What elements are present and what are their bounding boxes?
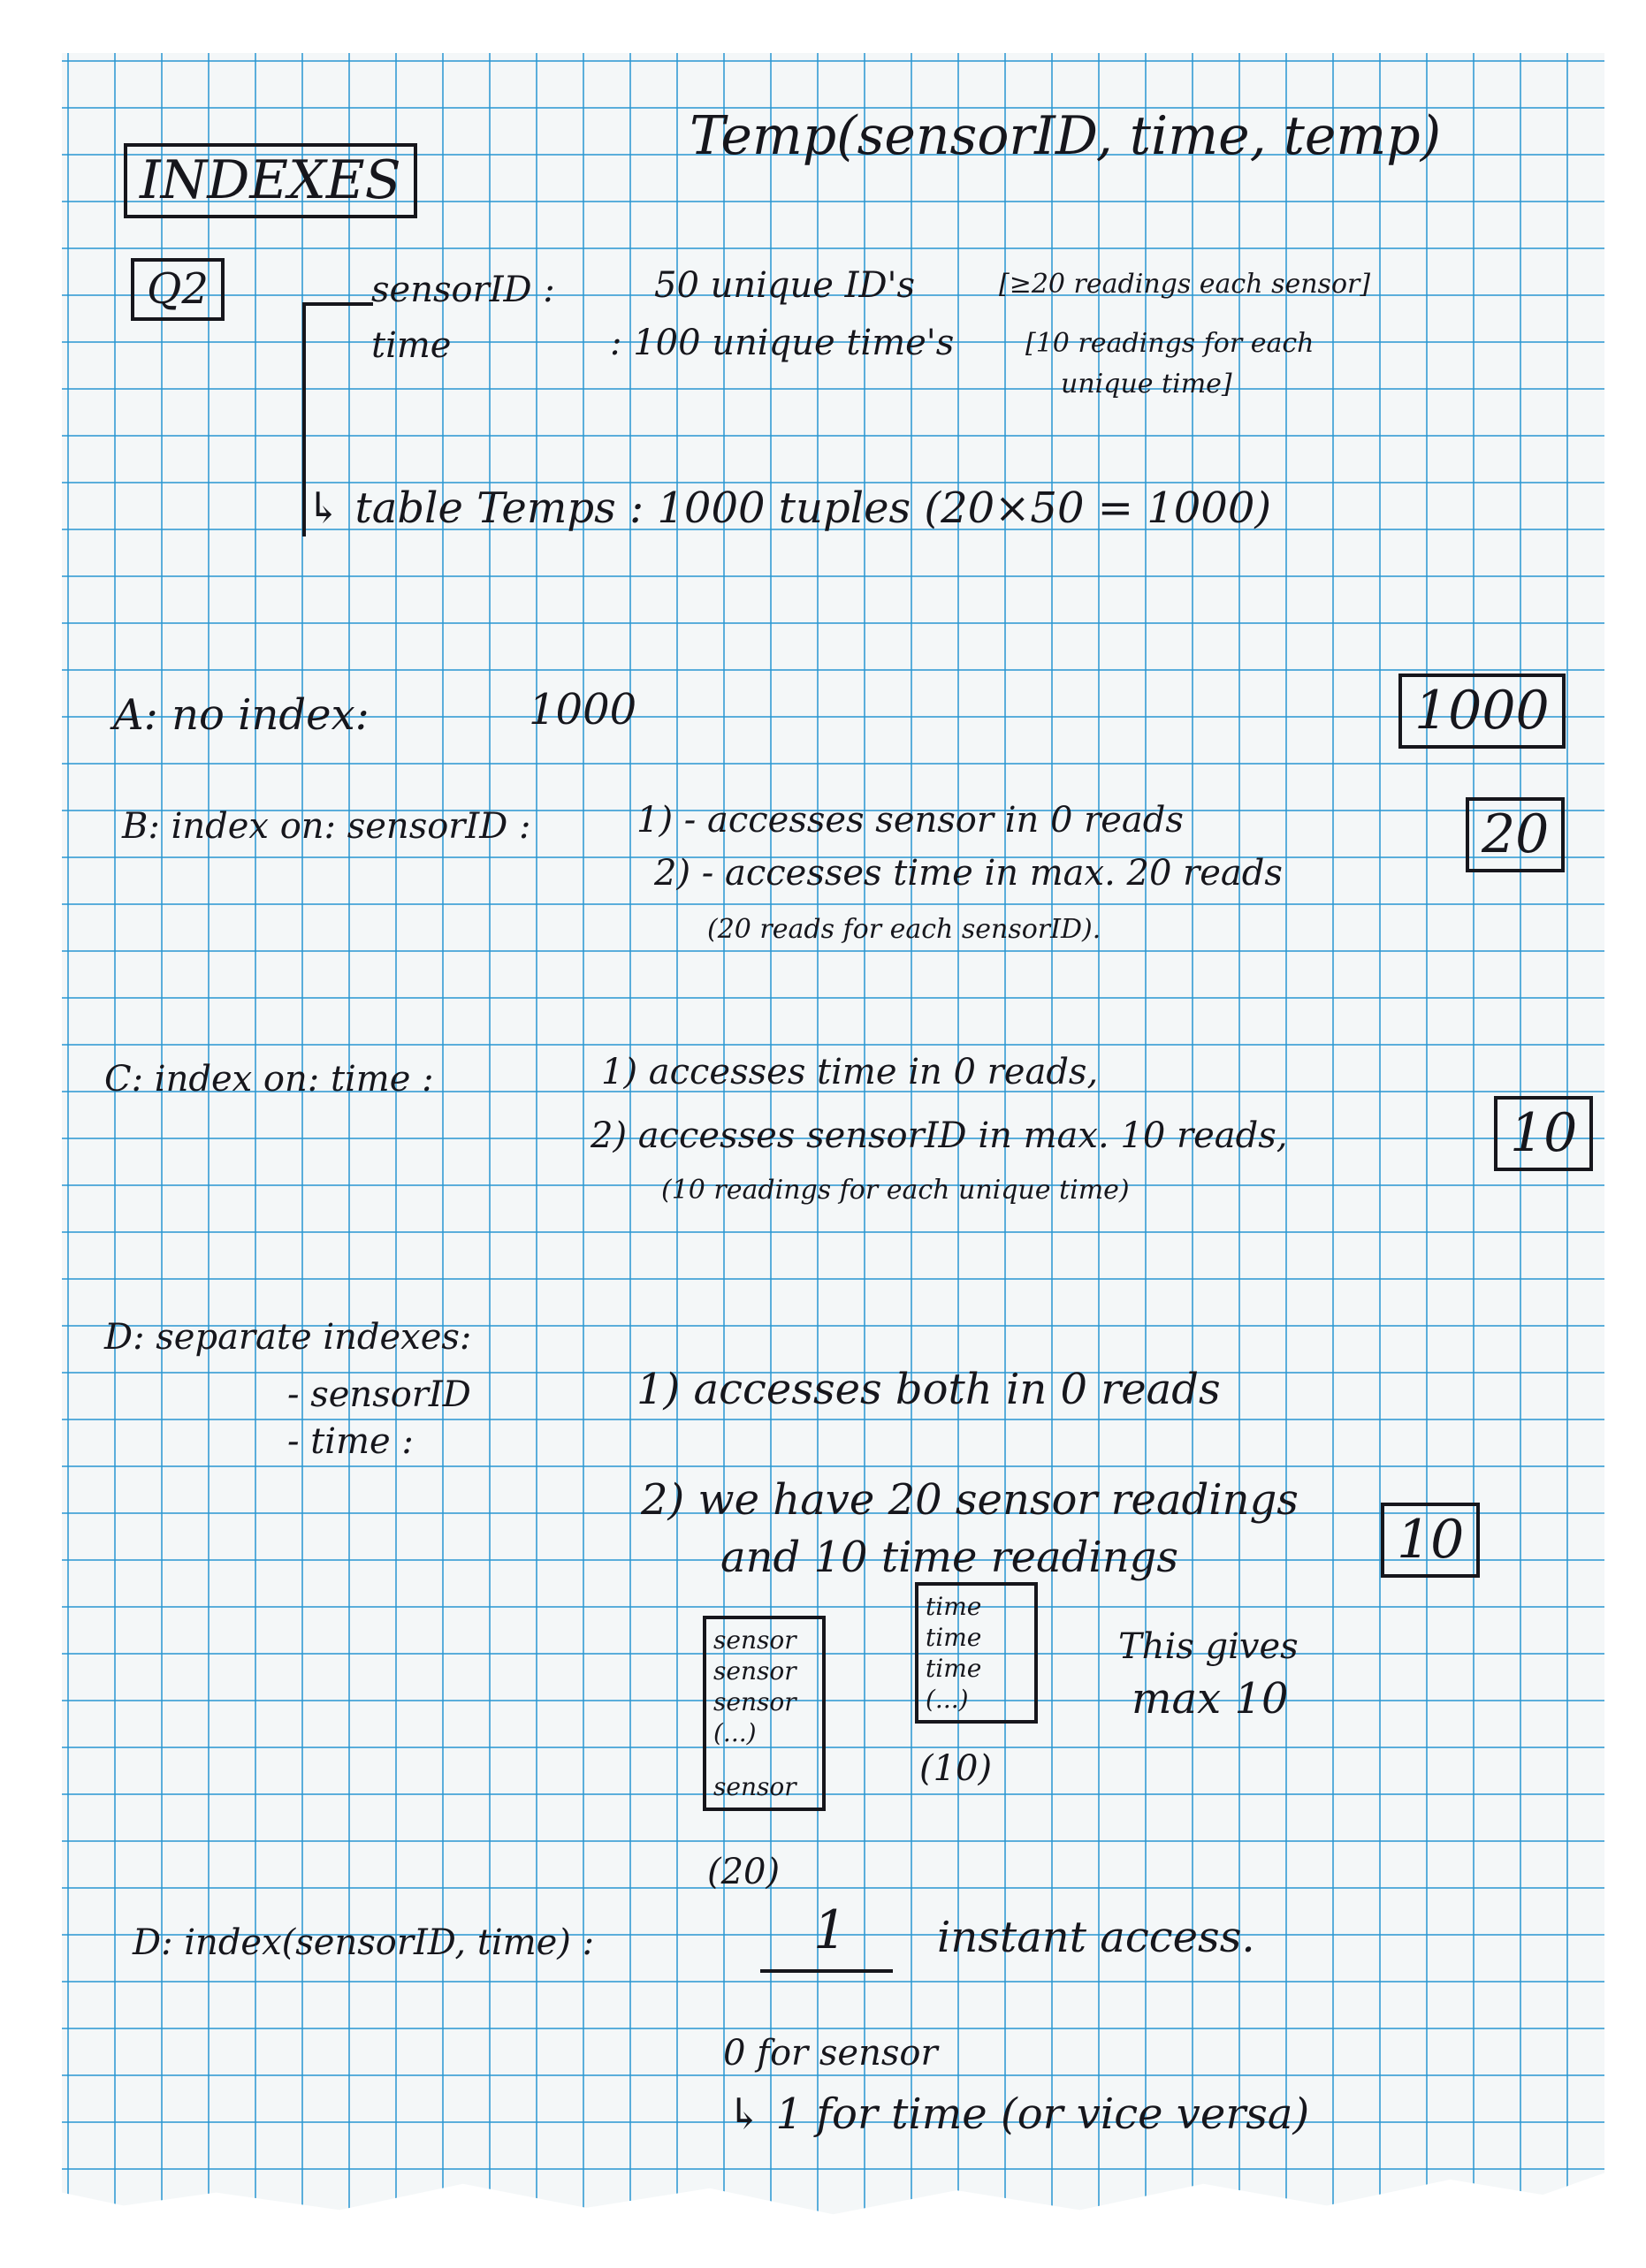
- case-d-answer: 10: [1381, 1503, 1481, 1578]
- case-d-line3: and 10 time readings: [720, 1533, 1178, 1582]
- case-d-note2: max 10: [1132, 1674, 1289, 1724]
- case-d-item1: - sensorID: [287, 1374, 471, 1415]
- sensor-count: (20): [707, 1852, 781, 1892]
- case-b-answer: 20: [1466, 797, 1566, 872]
- sensor-readings-box: sensor sensor sensor (...) sensor: [703, 1616, 826, 1811]
- case-e-label: D: index(sensorID, time) :: [133, 1922, 595, 1963]
- case-e-note: instant access.: [937, 1913, 1255, 1962]
- sensor-stack-entry: sensor: [713, 1625, 796, 1655]
- case-b-line1: 1) - accesses sensor in 0 reads: [636, 800, 1184, 841]
- bracket-line: [302, 302, 306, 537]
- graph-paper: [62, 53, 1604, 2215]
- sensor-stack-entry: (...): [713, 1718, 757, 1747]
- case-b-line3: (20 reads for each sensorID).: [707, 914, 1101, 945]
- sensor-label: sensorID :: [371, 270, 555, 310]
- case-d-note1: This gives: [1118, 1626, 1299, 1667]
- case-c-label: C: index on: time :: [104, 1059, 434, 1100]
- table-info: ↳ table Temps : 1000 tuples (20×50 = 100…: [306, 483, 1272, 533]
- time-note-2: unique time]: [1061, 369, 1232, 400]
- time-note-1: [10 readings for each: [1025, 328, 1315, 359]
- relation-schema: Temp(sensorID, time, temp): [690, 105, 1442, 167]
- case-a-answer: 1000: [1398, 674, 1566, 749]
- case-d-line1: 1) accesses both in 0 reads: [636, 1365, 1221, 1414]
- time-readings-box: time time time (...): [915, 1582, 1038, 1724]
- case-e-answer: 1: [813, 1899, 848, 1961]
- sensor-text: 50 unique ID's: [654, 265, 916, 306]
- case-c-line2: 2) accesses sensorID in max. 10 reads,: [591, 1115, 1288, 1156]
- case-e-sub2: ↳ 1 for time (or vice versa): [727, 2089, 1310, 2139]
- sensor-stack-entry: sensor: [713, 1656, 796, 1686]
- case-d-item2: - time :: [287, 1421, 414, 1462]
- time-stack-entry: time: [926, 1654, 982, 1683]
- time-text: : 100 unique time's: [610, 323, 955, 363]
- case-c-line3: (10 readings for each unique time): [661, 1175, 1130, 1206]
- time-stack-entry: time: [926, 1592, 982, 1621]
- sensor-note: [≥20 readings each sensor]: [999, 269, 1371, 300]
- time-label: time: [371, 325, 452, 366]
- title-box: INDEXES: [124, 143, 417, 218]
- case-e-sub1: 0 for sensor: [723, 2033, 938, 2074]
- time-count: (10): [919, 1748, 993, 1789]
- case-d-label: D: separate indexes:: [104, 1317, 472, 1358]
- question-box: Q2: [131, 258, 225, 322]
- case-c-answer: 10: [1494, 1096, 1594, 1171]
- sensor-stack-entry: sensor: [713, 1687, 796, 1716]
- case-e-answer-underline: [760, 1969, 893, 1973]
- case-c-line1: 1) accesses time in 0 reads,: [601, 1052, 1099, 1092]
- case-a-label: A: no index:: [113, 690, 370, 740]
- time-stack-entry: (...): [926, 1685, 969, 1714]
- case-b-line2: 2) - accesses time in max. 20 reads: [654, 853, 1283, 894]
- case-a-value: 1000: [529, 685, 637, 734]
- case-b-label: B: index on: sensorID :: [122, 806, 531, 847]
- time-stack-entry: time: [926, 1623, 982, 1652]
- bracket-top: [302, 302, 373, 306]
- sensor-stack-entry: sensor: [713, 1772, 796, 1801]
- case-d-line2: 2) we have 20 sensor readings: [641, 1475, 1299, 1525]
